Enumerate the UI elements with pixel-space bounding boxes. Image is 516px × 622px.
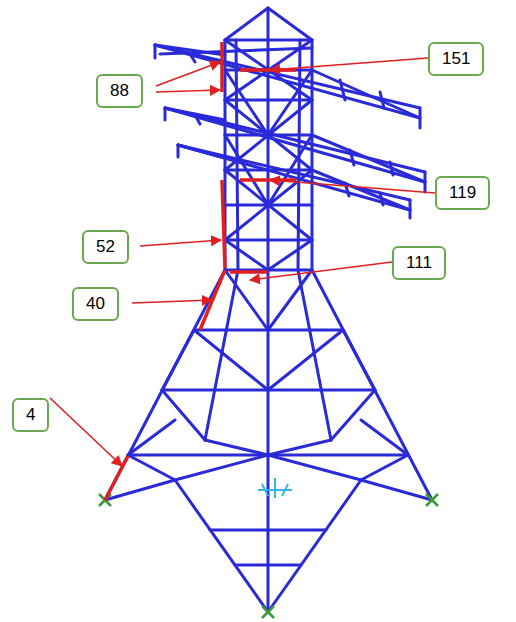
tower-part <box>268 455 361 480</box>
tower-part <box>225 239 312 242</box>
tower-part <box>350 150 354 165</box>
callout-number: 4 <box>26 405 35 425</box>
tower-part <box>205 270 238 440</box>
tower-part <box>262 606 274 618</box>
tower-part <box>50 398 122 466</box>
tower-part <box>268 135 312 205</box>
tower-part <box>267 270 270 612</box>
tower-part <box>105 270 225 500</box>
tower-part <box>175 455 268 480</box>
callout-box: 119 <box>435 176 490 210</box>
callout-box: 88 <box>96 74 143 108</box>
tower-part <box>205 440 268 455</box>
tower-part <box>195 115 200 124</box>
tower-part <box>156 62 220 86</box>
tower-part <box>178 145 410 200</box>
tower-part <box>361 420 408 455</box>
tower-part <box>128 420 175 455</box>
callout-number: 111 <box>406 253 432 273</box>
tower-part <box>274 478 276 498</box>
tower-part <box>225 39 312 42</box>
tower-part <box>331 390 375 440</box>
tower-part <box>262 484 268 496</box>
tower-part <box>140 240 221 246</box>
support-symbols <box>99 494 438 618</box>
tower-part <box>178 145 410 210</box>
tower-part <box>162 330 194 390</box>
tower-part <box>105 456 128 500</box>
truss-members <box>105 8 432 612</box>
callout-box: 4 <box>12 398 49 432</box>
tower-part <box>268 240 312 270</box>
tower-part <box>162 390 205 440</box>
tower-part <box>345 183 349 196</box>
tower-part <box>380 92 384 108</box>
tower-part <box>225 135 268 205</box>
tower-part <box>128 455 175 480</box>
tower-part <box>390 162 393 175</box>
tower-part <box>220 42 224 92</box>
tower-part <box>268 330 343 390</box>
tower-part <box>178 145 225 158</box>
tower-part <box>194 330 268 390</box>
tower-part <box>311 40 314 270</box>
axis-symbol <box>258 478 292 498</box>
tower-part <box>409 200 412 218</box>
tower-part <box>155 45 420 118</box>
callout-box: 111 <box>392 246 446 280</box>
tower-part <box>424 172 427 192</box>
callout-number: 88 <box>110 81 129 101</box>
tower-part <box>210 529 326 532</box>
tower-part <box>262 606 274 618</box>
tower-part <box>225 240 268 270</box>
tower-part <box>177 145 180 157</box>
tower-part <box>230 270 268 274</box>
callout-box: 52 <box>82 230 129 264</box>
tower-part <box>361 480 432 500</box>
tower-part <box>268 8 312 40</box>
tower-part <box>165 108 425 172</box>
leader-arrows <box>50 58 435 466</box>
tower-part <box>164 108 167 120</box>
tower-part <box>282 484 288 496</box>
tower-part <box>270 180 435 193</box>
tower-part <box>225 99 312 102</box>
tower-part <box>156 90 220 92</box>
tower-part <box>419 108 422 128</box>
tower-part <box>175 480 268 612</box>
callout-number: 151 <box>442 49 470 69</box>
callout-box: 151 <box>428 42 484 76</box>
tower-part <box>270 58 428 70</box>
tower-part <box>190 54 195 62</box>
tower-part <box>426 494 438 506</box>
callout-number: 52 <box>96 237 115 257</box>
tower-part <box>222 180 225 268</box>
tower-part <box>235 564 301 567</box>
tower-part <box>268 440 331 455</box>
tower-part <box>312 270 432 500</box>
tower-part <box>132 300 212 303</box>
tower-part <box>155 45 420 108</box>
tower-part <box>312 135 425 182</box>
tower-part <box>426 494 438 506</box>
tower-part <box>268 270 312 330</box>
callout-number: 119 <box>449 183 476 203</box>
tower-part <box>380 193 383 205</box>
tower-part <box>343 330 375 390</box>
tower-part <box>165 108 425 182</box>
tower-part <box>312 70 420 118</box>
tower-part <box>250 262 392 280</box>
tower-part <box>154 45 157 58</box>
tower-part <box>298 270 331 440</box>
highlighted-members <box>105 42 296 500</box>
callout-box: 40 <box>72 287 119 321</box>
tower-part <box>340 80 345 100</box>
tower-part <box>225 8 268 40</box>
callout-number: 40 <box>86 294 105 314</box>
tower-part <box>361 455 408 480</box>
tower-part <box>268 480 361 612</box>
